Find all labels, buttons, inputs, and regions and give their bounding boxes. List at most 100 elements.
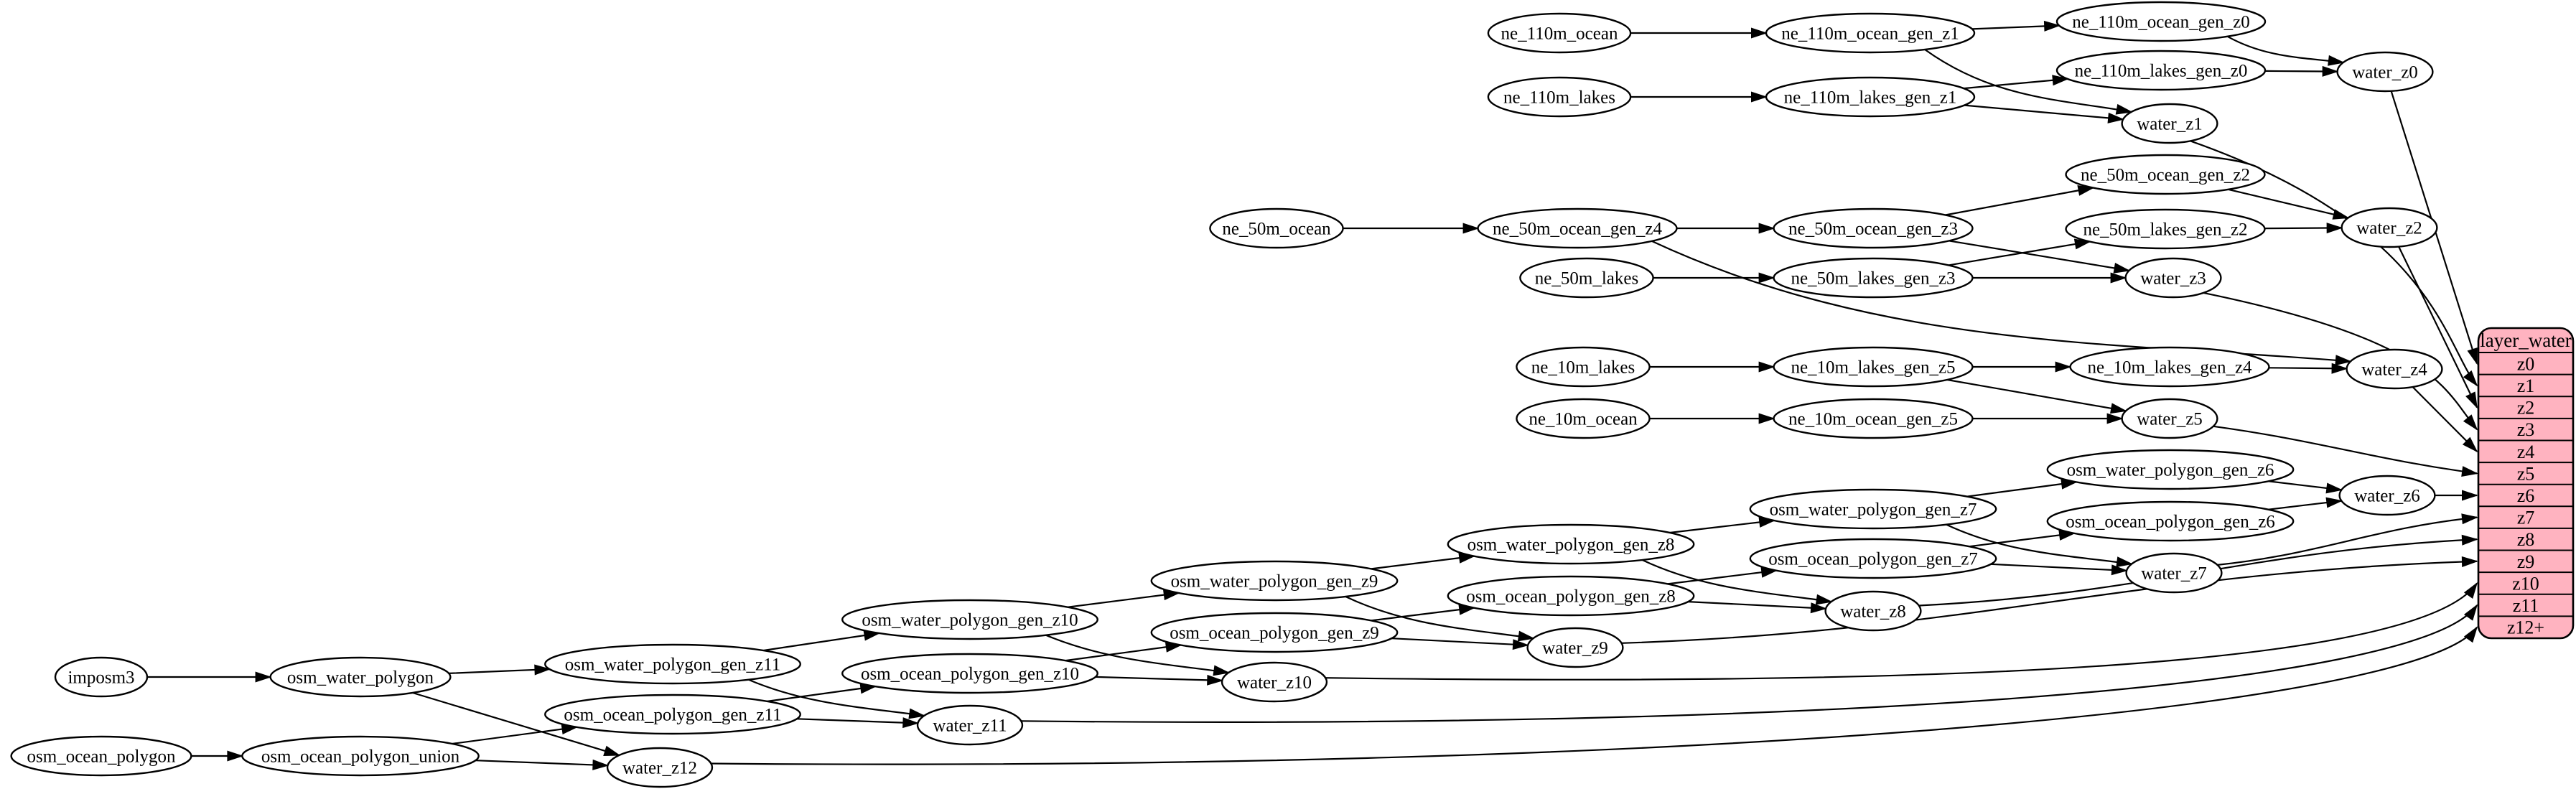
node-label: water_z0 (2352, 63, 2418, 83)
node-water_z1: water_z1 (2121, 103, 2218, 144)
node-ellipse (2338, 475, 2436, 516)
edge-osm_water_polygon_gen_z8-to-water_z8 (1642, 559, 1833, 605)
node-label: osm_ocean_polygon_gen_z8 (1466, 587, 1676, 607)
node-ne_10m_ocean_gen_z5: ne_10m_ocean_gen_z5 (1773, 398, 1974, 439)
edge-ne_10m_ocean_gen_z5-to-water_z5 (1972, 413, 2124, 424)
node-water_z8: water_z8 (1824, 590, 1922, 632)
edge-ne_50m_ocean_gen_z4-to-ne_50m_ocean_gen_z3 (1676, 223, 1775, 234)
node-ellipse (1487, 76, 1632, 118)
node-ne_50m_lakes_gen_z3: ne_50m_lakes_gen_z3 (1773, 257, 1974, 299)
node-ellipse (1447, 523, 1695, 565)
node-label: water_z6 (2354, 487, 2420, 506)
record-outline (2477, 327, 2575, 640)
node-ellipse (2124, 257, 2222, 299)
arrowhead-icon (534, 664, 551, 676)
edges-layer (146, 20, 2478, 770)
arrowhead-icon (908, 708, 926, 719)
node-label: ne_50m_ocean (1222, 220, 1331, 239)
arrowhead-icon (1815, 594, 1833, 605)
edge-ne_110m_lakes_gen_z1-to-ne_110m_lakes_gen_z0 (1964, 75, 2069, 90)
edge-ne_110m_ocean_gen_z1-to-water_z1 (1924, 49, 2133, 115)
node-ne_110m_lakes_gen_z1: ne_110m_lakes_gen_z1 (1765, 76, 1976, 118)
arrowhead-icon (2328, 55, 2345, 66)
node-label: osm_ocean_polygon_gen_z7 (1768, 550, 1978, 569)
node-label: osm_ocean_polygon (27, 747, 176, 767)
node-label: water_z9 (1542, 639, 1608, 658)
node-ellipse (1773, 257, 1974, 299)
node-osm_water_polygon_gen_z11: osm_water_polygon_gen_z11 (544, 643, 801, 685)
node-ellipse (54, 656, 149, 698)
arrowhead-icon (2325, 482, 2343, 494)
edge-water_z1-to-layer_water-z1 (2190, 140, 2478, 387)
edge-ne_110m_ocean_gen_z1-to-ne_110m_ocean_gen_z0 (1971, 20, 2061, 32)
record-row-z8: z8 (2517, 529, 2535, 550)
node-ellipse (1447, 575, 1695, 617)
arrowhead-icon (2461, 513, 2478, 525)
edge-ne_50m_ocean_gen_z4-to-water_z4 (1651, 240, 2352, 366)
node-ellipse (1516, 398, 1651, 439)
node-label: ne_110m_lakes_gen_z1 (1784, 88, 1957, 108)
edge-osm_water_polygon_gen_z11-to-water_z11 (748, 678, 926, 719)
arrowhead-icon (2467, 347, 2478, 365)
node-label: ne_110m_ocean_gen_z1 (1781, 24, 1959, 44)
node-ellipse (841, 599, 1098, 640)
arrowhead-icon (1758, 361, 1775, 373)
node-osm_ocean_polygon_gen_z6: osm_ocean_polygon_gen_z6 (2046, 500, 2295, 542)
node-ellipse (2055, 50, 2267, 91)
node-label: osm_ocean_polygon_gen_z6 (2066, 513, 2275, 532)
edge-osm_water_polygon_gen_z6-to-water_z6 (2268, 480, 2343, 494)
record-row-z9: z9 (2517, 551, 2535, 572)
arrowhead-icon (603, 745, 621, 756)
arrowhead-icon (2463, 414, 2478, 431)
node-label: osm_water_polygon_gen_z11 (565, 655, 780, 675)
edge-ne_110m_ocean-to-ne_110m_ocean_gen_z1 (1630, 27, 1768, 39)
node-label: osm_ocean_polygon_gen_z9 (1170, 624, 1379, 643)
node-ellipse (1526, 627, 1624, 668)
node-label: ne_10m_lakes_gen_z5 (1791, 358, 1955, 378)
node-osm_ocean_polygon: osm_ocean_polygon (10, 735, 192, 777)
node-label: water_z3 (2140, 269, 2206, 289)
node-ne_110m_lakes_gen_z0: ne_110m_lakes_gen_z0 (2055, 50, 2267, 91)
edge-ne_50m_ocean_gen_z3-to-water_z3 (1949, 240, 2131, 274)
node-ne_10m_ocean: ne_10m_ocean (1516, 398, 1651, 439)
edge-ne_110m_ocean_gen_z0-to-water_z0 (2227, 35, 2345, 66)
node-label: ne_110m_ocean_gen_z0 (2072, 13, 2250, 32)
node-label: ne_110m_lakes (1503, 88, 1615, 108)
edge-imposm3-to-osm_water_polygon (146, 671, 272, 683)
node-ellipse (1221, 661, 1328, 703)
edge-ne_110m_lakes_gen_z1-to-water_z1 (1964, 104, 2125, 123)
record-row-z6: z6 (2517, 485, 2535, 506)
node-water_z5: water_z5 (2121, 398, 2218, 439)
node-label: osm_ocean_polygon_gen_z10 (861, 665, 1079, 684)
arrowhead-icon (2461, 466, 2478, 477)
node-water_z11: water_z11 (916, 704, 1024, 746)
arrowhead-icon (2055, 361, 2072, 373)
node-label: ne_10m_lakes_gen_z4 (2087, 358, 2252, 378)
edge-ne_50m_lakes_gen_z2-to-water_z2 (2264, 223, 2343, 234)
arrowhead-icon (2115, 103, 2133, 115)
node-ne_50m_lakes: ne_50m_lakes (1519, 257, 1654, 299)
node-label: osm_water_polygon_gen_z9 (1171, 572, 1378, 592)
node-ellipse (2069, 346, 2270, 388)
edge-osm_ocean_polygon_gen_z6-to-water_z6 (2268, 497, 2343, 510)
node-ne_50m_ocean_gen_z4: ne_50m_ocean_gen_z4 (1477, 207, 1678, 249)
record-row-z4: z4 (2517, 442, 2535, 462)
edge-osm_water_polygon_gen_z7-to-water_z7 (1946, 523, 2134, 568)
edge-osm_water_polygon-to-osm_water_polygon_gen_z11 (449, 664, 551, 676)
node-label: ne_10m_lakes (1531, 358, 1635, 378)
edge-water_z5-to-layer_water-z5 (2213, 425, 2478, 477)
node-label: ne_50m_lakes_gen_z3 (1791, 269, 1955, 289)
node-water_z6: water_z6 (2338, 475, 2436, 516)
node-water_z4: water_z4 (2346, 348, 2443, 390)
node-label: water_z1 (2137, 115, 2203, 134)
arrowhead-icon (902, 717, 920, 729)
arrowhead-icon (2113, 263, 2131, 274)
arrowhead-icon (2107, 112, 2125, 123)
node-label: osm_water_polygon_gen_z6 (2067, 461, 2274, 480)
arrowhead-icon (2110, 403, 2127, 414)
arrowhead-icon (1207, 674, 1224, 686)
edge-water_z6-to-layer_water-z6 (2435, 490, 2478, 501)
node-ellipse (1150, 560, 1399, 602)
node-ellipse (2336, 51, 2434, 93)
node-label: water_z7 (2141, 564, 2207, 584)
